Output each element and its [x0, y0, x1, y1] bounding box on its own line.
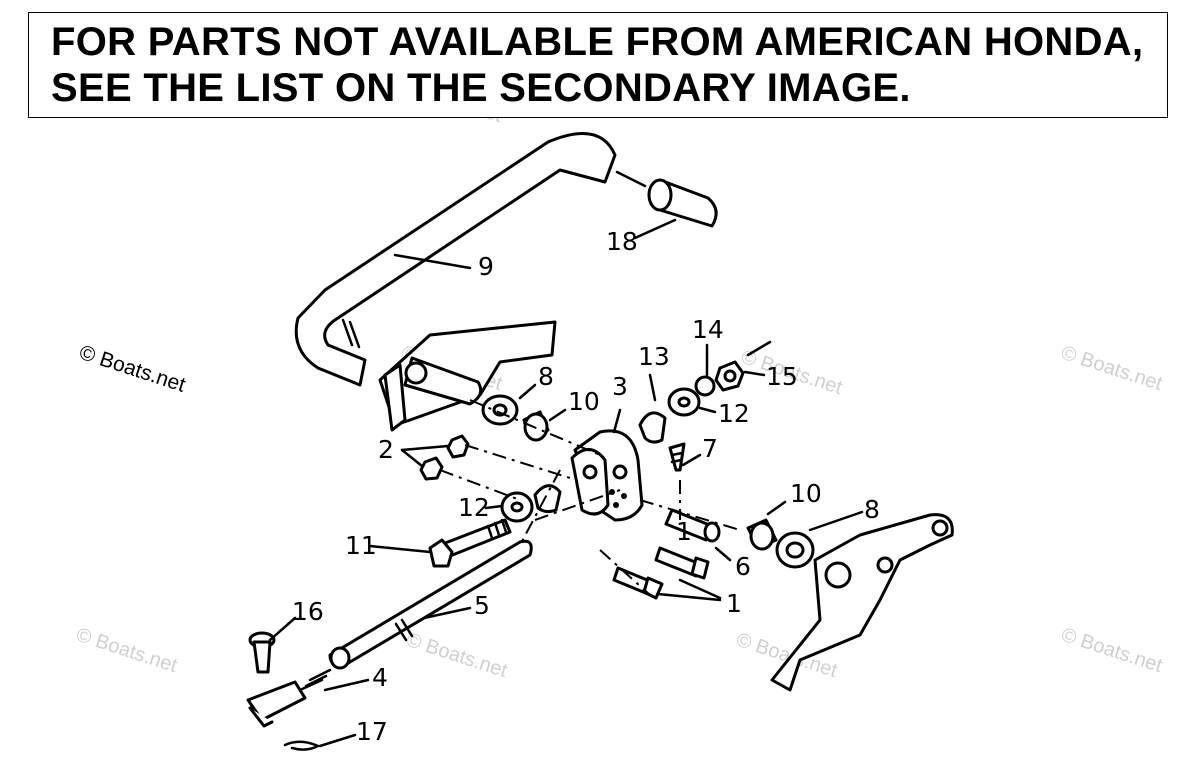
callout-1: 1 [726, 589, 742, 618]
callout-8: 8 [864, 495, 880, 524]
lock-washer-14 [694, 375, 716, 397]
watermark: © Boats.net [73, 624, 180, 677]
watermarks: © Boats.net © Boats.net © Boats.net © Bo… [68, 56, 1165, 682]
washer-12b [500, 491, 534, 523]
bolt-11 [428, 518, 512, 568]
collar-10a [522, 410, 550, 442]
collar-10b [746, 518, 778, 551]
callout-14: 14 [692, 315, 724, 344]
left-bracket [378, 320, 557, 432]
callout-3: 3 [612, 372, 628, 401]
callout-8: 8 [538, 362, 554, 391]
callout-9: 9 [478, 252, 494, 281]
watermark: © Boats.net [1058, 624, 1165, 677]
flat-washer-8a [481, 394, 519, 426]
watermark: © Boats.net [76, 341, 188, 397]
clip-13 [638, 411, 667, 444]
callout-6: 6 [735, 552, 751, 581]
callout-1: 1 [676, 517, 692, 546]
watermark: © Boats.net [403, 629, 510, 682]
control-rod [328, 539, 533, 670]
tiller-handle-tube [294, 132, 617, 387]
pivot-plate [570, 429, 644, 522]
callout-4: 4 [372, 663, 388, 692]
callout-15: 15 [766, 362, 798, 391]
callout-10: 10 [568, 387, 600, 416]
pin-6 [664, 508, 721, 543]
callout-16: 16 [292, 597, 324, 626]
nut-15 [714, 360, 745, 392]
callout-12: 12 [718, 399, 750, 428]
nut-2b [419, 456, 444, 481]
notice-line-2: SEE THE LIST ON THE SECONDARY IMAGE. [51, 66, 911, 110]
centre-lines [439, 399, 741, 596]
washer-12a [667, 387, 701, 417]
watermark: © Boats.net [1058, 342, 1165, 395]
clip-lower [533, 484, 562, 514]
callout-labels: 9 18 8 10 3 13 14 15 12 7 2 12 11 5 1 6 … [292, 227, 880, 746]
callout-5: 5 [474, 591, 490, 620]
nut-2a [446, 434, 470, 459]
callout-18: 18 [606, 227, 638, 256]
handle-grip [615, 170, 718, 228]
screw-7 [668, 442, 686, 472]
callout-2: 2 [378, 435, 394, 464]
cotter-pin [283, 740, 321, 751]
rod-end-clevis [246, 668, 332, 728]
callout-17: 17 [356, 717, 388, 746]
callout-11: 11 [345, 531, 377, 560]
callout-7: 7 [702, 434, 718, 463]
callout-10: 10 [790, 479, 822, 508]
flat-washer-8b [775, 531, 815, 569]
clevis-pin [248, 631, 276, 674]
leader-lines [268, 218, 864, 748]
callout-12: 12 [458, 493, 490, 522]
callout-13: 13 [638, 342, 670, 371]
right-bracket [770, 513, 954, 692]
parts-availability-notice: FOR PARTS NOT AVAILABLE FROM AMERICAN HO… [28, 12, 1168, 118]
notice-line-1: FOR PARTS NOT AVAILABLE FROM AMERICAN HO… [51, 20, 1144, 64]
screw-1a [654, 546, 710, 580]
